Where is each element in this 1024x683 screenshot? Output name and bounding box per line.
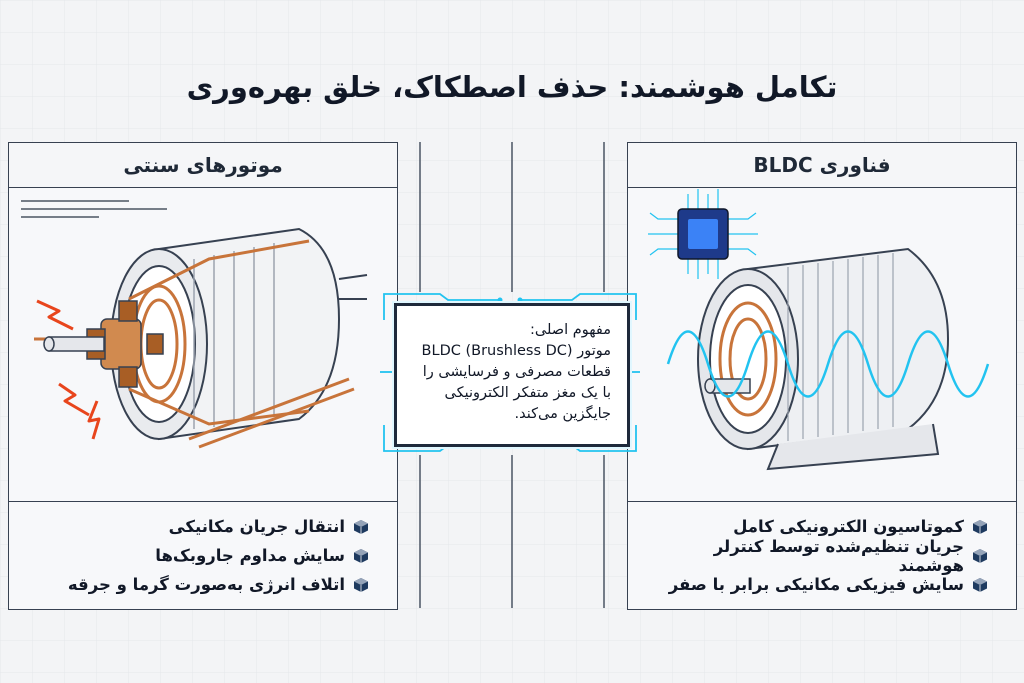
traditional-motor-header: موتورهای سنتی: [9, 143, 397, 188]
bldc-panel: فناوری BLDC: [627, 142, 1017, 610]
sine-wave: [666, 330, 990, 398]
traditional-motor-features: انتقال جریان مکانیکی سایش مداوم جاروبک‌ه…: [9, 501, 397, 610]
feature-label: کموتاسیون الکترونیکی کامل: [733, 517, 964, 536]
cube-icon: [973, 519, 987, 534]
feature-label: اتلاف انرژی به‌صورت گرما و جرقه: [67, 575, 345, 594]
list-item: اتلاف انرژی به‌صورت گرما و جرقه: [9, 570, 397, 599]
concept-line: قطعات مصرفی و فرسایشی را: [422, 364, 611, 380]
bldc-features: کموتاسیون الکترونیکی کامل جریان تنظیم‌شد…: [628, 501, 1016, 610]
cube-icon: [973, 548, 987, 563]
list-item: سایش فیزیکی مکانیکی برابر با صفر: [628, 570, 1016, 599]
list-item: انتقال جریان مکانیکی: [9, 512, 397, 541]
spark-icon: [36, 299, 101, 440]
feature-label: سایش مداوم جاروبک‌ها: [155, 546, 345, 565]
bldc-motor-illustration: [648, 189, 990, 471]
cube-icon: [354, 519, 368, 534]
list-item: کموتاسیون الکترونیکی کامل: [628, 512, 1016, 541]
core-concept-callout: مفهوم اصلی: موتور BLDC (Brushless DC) قط…: [380, 290, 640, 455]
cube-icon: [973, 577, 987, 592]
bldc-header: فناوری BLDC: [628, 143, 1016, 188]
feature-label: سایش فیزیکی مکانیکی برابر با صفر: [668, 575, 964, 594]
concept-line: با یک مغز متفکر الکترونیکی: [444, 385, 612, 401]
feature-label: جریان تنظیم‌شده توسط کنترلر هوشمند: [713, 536, 964, 575]
list-item: سایش مداوم جاروبک‌ها: [9, 541, 397, 570]
cube-icon: [354, 577, 368, 592]
traditional-motor-panel: موتورهای سنتی: [8, 142, 398, 610]
microchip-icon: [648, 189, 758, 279]
concept-line: مفهوم اصلی:: [530, 322, 611, 338]
feature-label: انتقال جریان مکانیکی: [168, 517, 345, 536]
brushed-motor-illustration: [21, 200, 368, 449]
cube-icon: [354, 548, 368, 563]
page-title: تکامل هوشمند: حذف اصطکاک، خلق بهره‌وری: [186, 70, 838, 104]
list-item: جریان تنظیم‌شده توسط کنترلر هوشمند: [628, 537, 1016, 575]
concept-box: مفهوم اصلی: موتور BLDC (Brushless DC) قط…: [394, 303, 630, 447]
concept-line: موتور BLDC (Brushless DC): [421, 343, 611, 359]
concept-line: جایگزین می‌کند.: [514, 406, 611, 422]
